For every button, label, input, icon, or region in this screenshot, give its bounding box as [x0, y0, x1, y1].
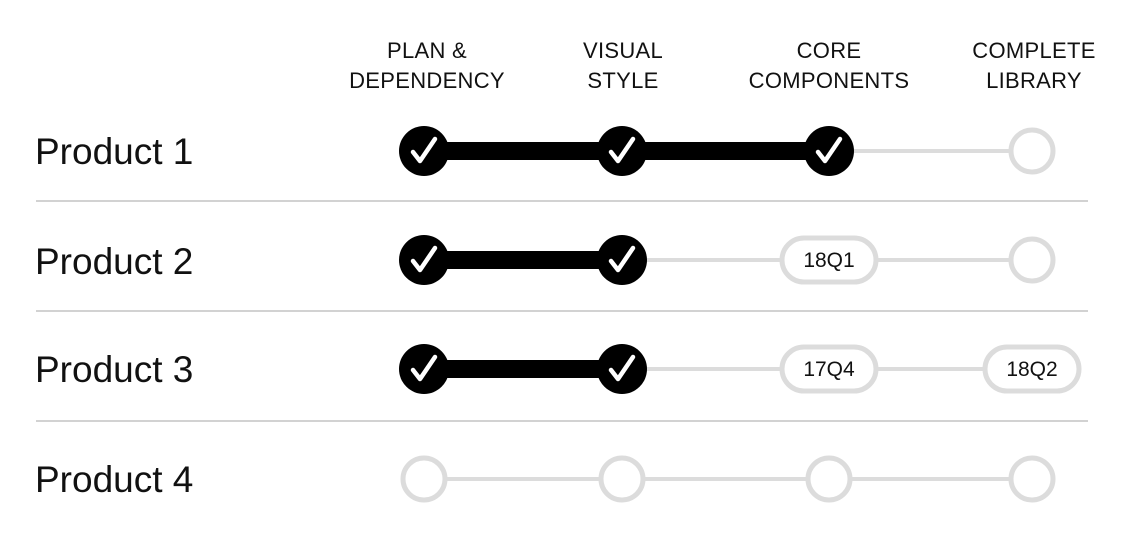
checkmark-icon	[608, 245, 636, 273]
product-2-label: Product 2	[35, 241, 194, 282]
column-header-plan-dependency: PLAN & DEPENDENCY	[317, 36, 537, 96]
stage-date-pill	[779, 235, 879, 285]
stage-pending-node	[1008, 236, 1056, 284]
column-header-line: LIBRARY	[986, 68, 1082, 93]
row-divider	[36, 420, 1088, 422]
column-header-visual-style: VISUAL STYLE	[513, 36, 733, 96]
checkmark-icon	[608, 354, 636, 382]
stage-pending-node	[1008, 455, 1056, 503]
stage-complete-node	[399, 235, 449, 285]
stage-pending-node	[805, 455, 853, 503]
column-header-line: COMPLETE	[972, 38, 1096, 63]
column-header-complete-library: COMPLETE LIBRARY	[924, 36, 1144, 96]
column-header-core-components: CORE COMPONENTS	[719, 36, 939, 96]
checkmark-icon	[410, 245, 438, 273]
column-header-line: STYLE	[587, 68, 659, 93]
checkmark-icon	[410, 136, 438, 164]
checkmark-icon	[815, 136, 843, 164]
stage-date-label: 18Q1	[803, 249, 854, 272]
stage-complete-node	[597, 235, 647, 285]
product-4-label: Product 4	[35, 459, 194, 500]
stage-pending-node	[1008, 127, 1056, 175]
stage-date-label: 17Q4	[803, 358, 855, 381]
checkmark-icon	[608, 136, 636, 164]
column-header-line: PLAN &	[386, 38, 468, 63]
stage-complete-node	[597, 344, 647, 394]
stage-complete-node	[399, 344, 449, 394]
stage-pending-node	[598, 455, 646, 503]
stage-date-label: 18Q2	[1006, 358, 1057, 381]
row-divider	[36, 310, 1088, 312]
product-3-label: Product 3	[35, 349, 194, 390]
stage-date-pill	[982, 344, 1082, 394]
column-header-line: DEPENDENCY	[349, 68, 505, 93]
stage-complete-node	[804, 126, 854, 176]
column-header-line: CORE	[796, 38, 862, 63]
stage-complete-node	[399, 126, 449, 176]
stage-complete-node	[597, 126, 647, 176]
row-divider	[36, 200, 1088, 202]
stage-pending-node	[400, 455, 448, 503]
column-header-line: VISUAL	[582, 38, 664, 63]
column-header-line: COMPONENTS	[748, 68, 910, 93]
checkmark-icon	[410, 354, 438, 382]
stage-date-pill	[779, 344, 879, 394]
product-1-label: Product 1	[35, 131, 194, 172]
